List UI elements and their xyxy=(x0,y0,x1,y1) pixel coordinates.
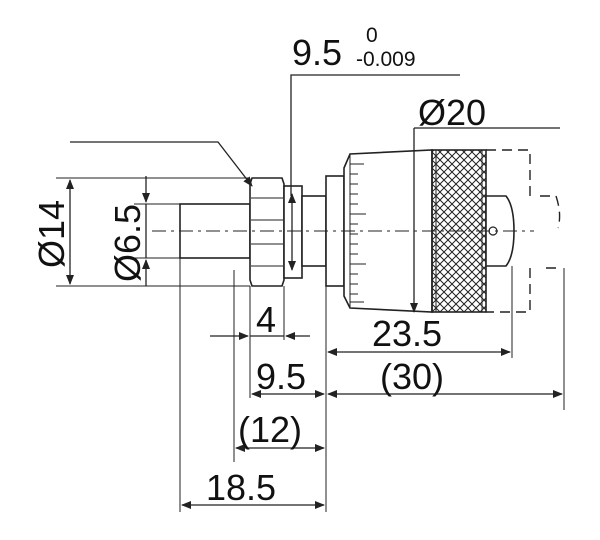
dim-30: (30) xyxy=(327,356,563,398)
dim-12: (12) xyxy=(235,409,325,452)
dia20-label: Ø20 xyxy=(418,92,486,133)
thread-barrel xyxy=(283,185,303,279)
thimble-graduations xyxy=(350,163,366,303)
dimensions: 9.5 0 -0.009 Ø20 Ø14 Ø6.5 xyxy=(31,24,565,512)
dia6-5-label: Ø6.5 xyxy=(107,204,148,282)
len9-5-label: 9.5 xyxy=(256,356,306,397)
locknut-leader xyxy=(70,141,253,187)
len18-5-label: 18.5 xyxy=(206,467,276,508)
dim-dia6-5: Ø6.5 xyxy=(107,176,180,286)
dim-23-5: 23.5 xyxy=(327,313,511,356)
tolerance-base: 9.5 xyxy=(292,32,342,73)
len4-label: 4 xyxy=(256,299,276,340)
dim-dia20: Ø20 xyxy=(410,92,560,313)
dia14-label: Ø14 xyxy=(31,200,72,268)
dim-18-5: 18.5 xyxy=(181,467,325,509)
len30-label: (30) xyxy=(380,356,444,397)
dim-4: 4 xyxy=(210,299,310,340)
len12-label: (12) xyxy=(238,409,302,450)
len23-5-label: 23.5 xyxy=(372,313,442,354)
dim-dia14: Ø14 xyxy=(31,177,250,287)
extension-lines xyxy=(179,258,565,512)
tolerance-lower: -0.009 xyxy=(356,48,416,71)
tolerance-upper: 0 xyxy=(366,24,378,47)
lock-nut xyxy=(249,177,285,287)
dim-tolerance: 9.5 0 -0.009 xyxy=(288,24,460,271)
dim-9-5: 9.5 xyxy=(251,356,325,398)
